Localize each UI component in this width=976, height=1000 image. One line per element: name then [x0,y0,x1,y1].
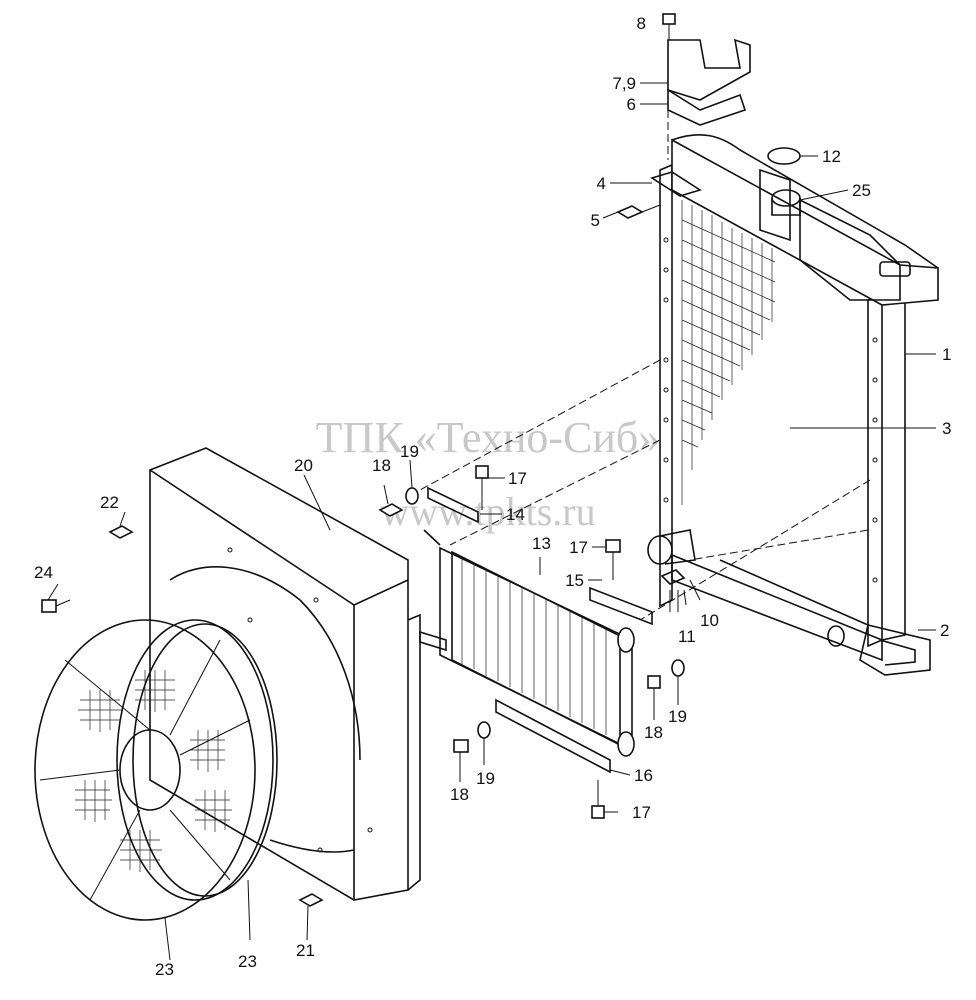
callout-18-right: 18 [644,723,663,742]
callout-19-bottom: 19 [476,769,495,788]
bracket-14 [427,486,479,524]
callout-14: 14 [506,505,525,524]
callout-23-right: 23 [238,952,257,971]
callout-17-top: 17 [508,469,527,488]
bracket-16 [495,698,611,774]
watermark-url: www.tpkts.ru [380,489,595,534]
callout-18-top: 18 [372,456,391,475]
radiator-core [647,134,939,676]
callout-labels: 8 7,9 6 4 5 12 25 1 3 2 17 14 13 17 15 1… [34,14,951,979]
callout-25: 25 [852,181,871,200]
fan-shroud [149,447,421,901]
callout-24: 24 [34,563,53,582]
callout-6: 6 [627,95,636,114]
callout-2: 2 [940,621,949,640]
callout-17-middle: 17 [569,538,588,557]
callout-3: 3 [942,419,951,438]
callout-10: 10 [700,611,719,630]
fan-guard [34,619,278,921]
top-mounting-bracket [662,13,751,160]
leader-lines [47,82,936,961]
bracket-4 [650,171,702,197]
callout-8: 8 [637,14,646,33]
callout-21: 21 [296,941,315,960]
callout-20: 20 [294,456,313,475]
callout-18-bottom: 18 [450,785,469,804]
callout-23-left: 23 [155,960,174,979]
watermark-company: ТПК «Техно-Сиб» [316,413,661,462]
callout-1: 1 [942,345,951,364]
callout-7-9: 7,9 [612,74,636,93]
alignment-lines [419,359,871,621]
callout-19-right: 19 [668,707,687,726]
callout-13: 13 [532,534,551,553]
callout-22: 22 [100,493,119,512]
callout-17-bottom: 17 [632,803,651,822]
callout-19-top: 19 [400,442,419,461]
callout-11: 11 [678,627,696,646]
callout-5: 5 [591,211,600,230]
callout-4: 4 [597,174,606,193]
bolt-5 [616,204,661,219]
oil-cooler [419,529,635,757]
radiator-cap [767,147,801,165]
callout-16: 16 [634,766,653,785]
callout-12: 12 [822,147,841,166]
callout-15: 15 [565,571,584,590]
bracket-15 [589,586,653,626]
